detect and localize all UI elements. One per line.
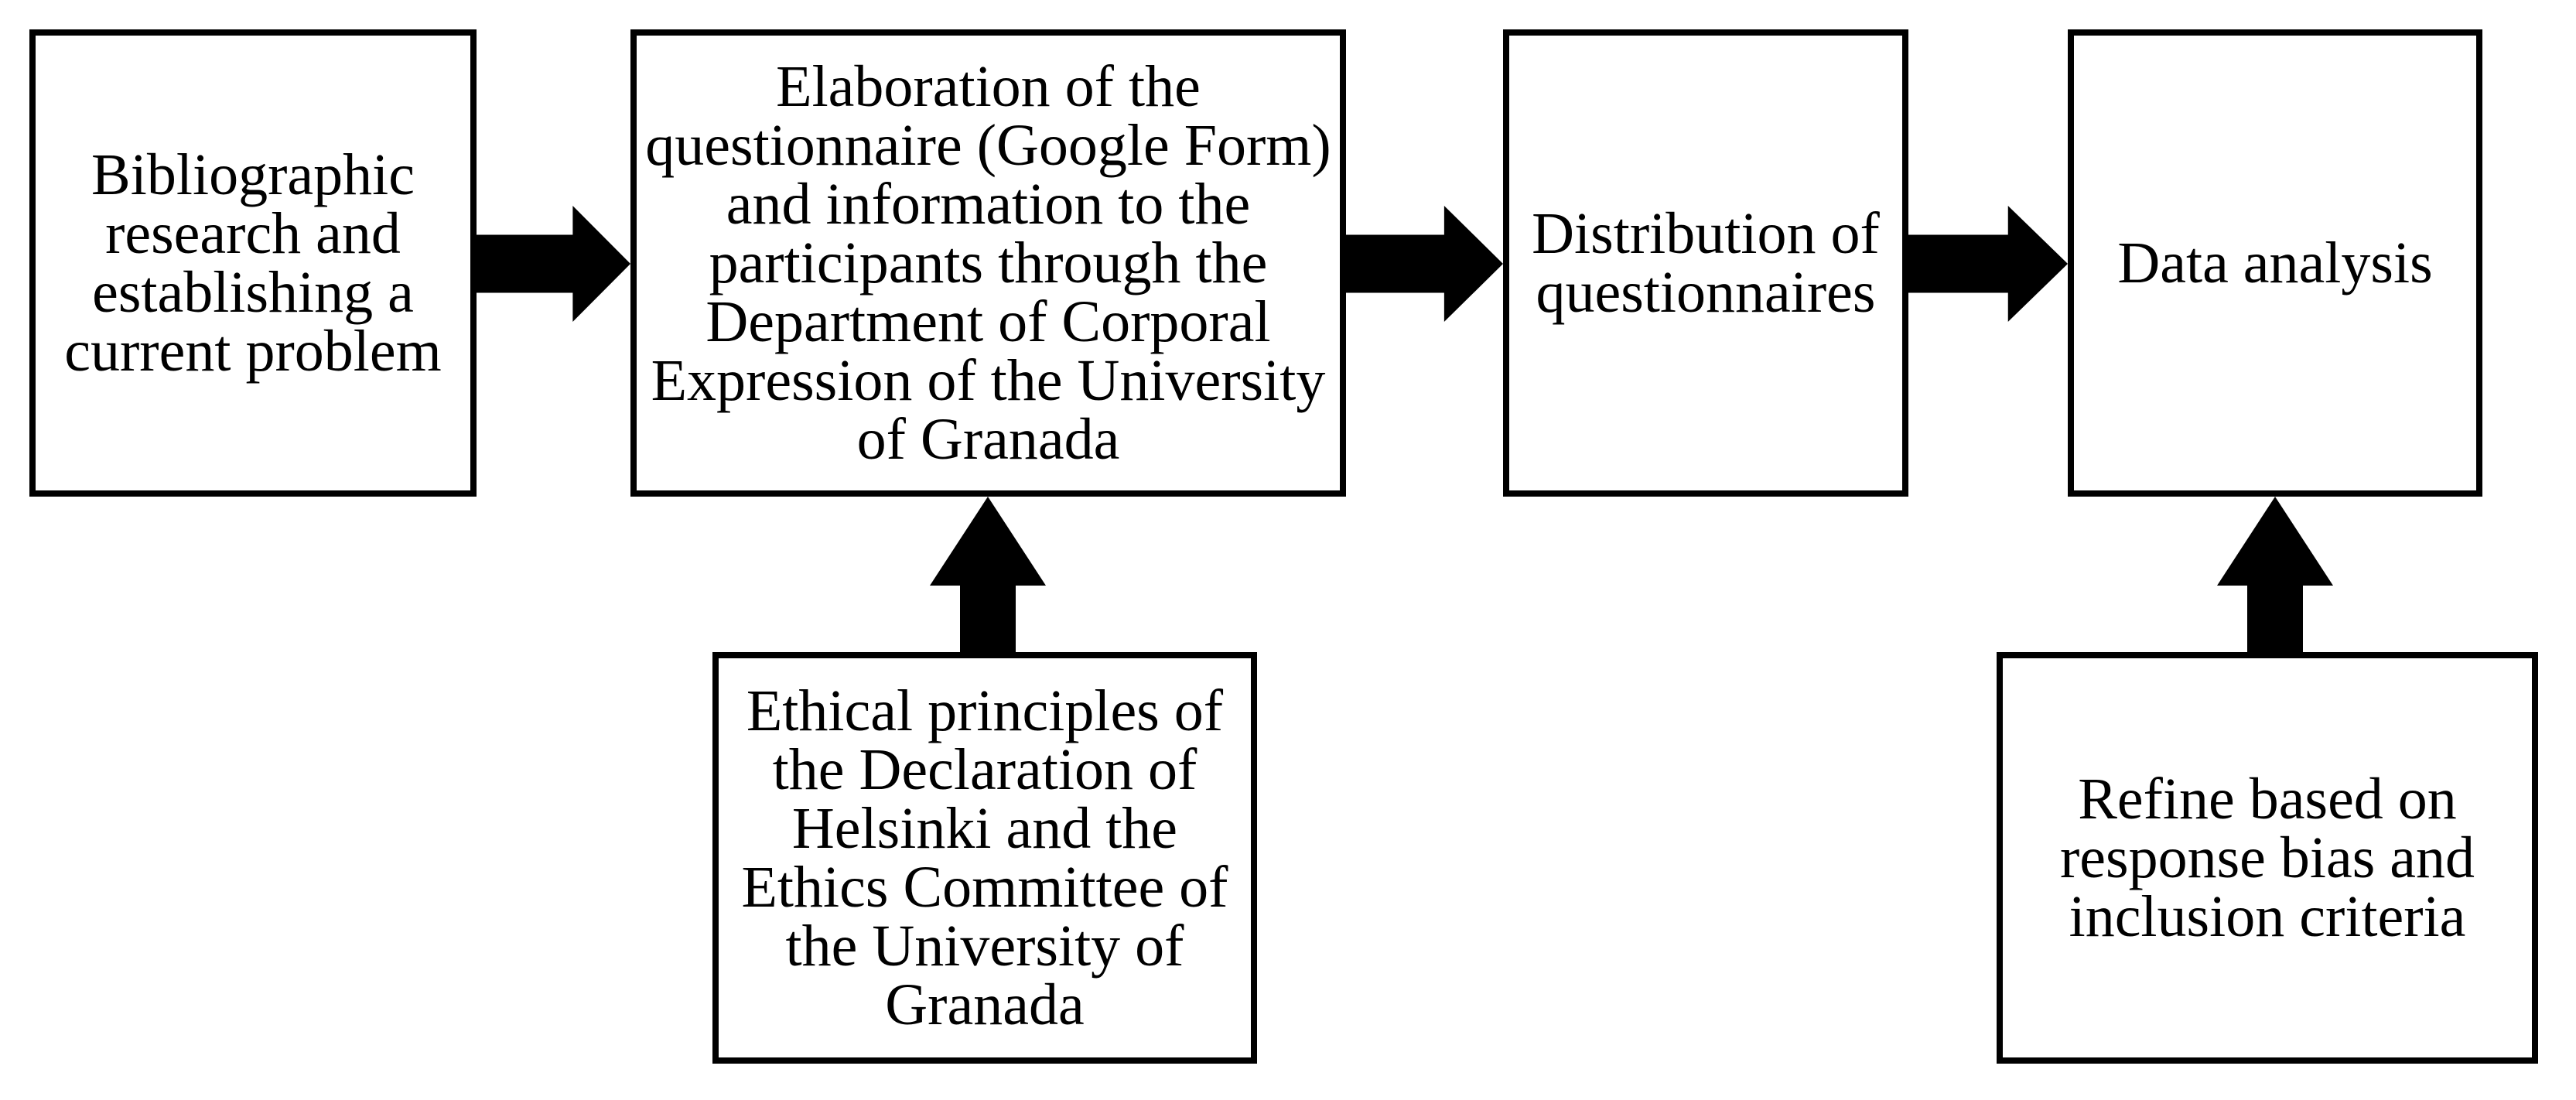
- box-bibliographic-research: Bibliographic research and establishing …: [29, 29, 477, 497]
- flow-arrow-right-icon: [1908, 206, 2068, 322]
- arrow-shape: [1346, 206, 1503, 322]
- box-refine-criteria: Refine based on response bias and inclus…: [1997, 652, 2538, 1064]
- flow-arrow-right-icon: [1346, 206, 1503, 322]
- arrow-shape: [477, 206, 630, 322]
- box-questionnaire-distribution: Distribution of questionnaires: [1503, 29, 1908, 497]
- box-data-analysis: Data analysis: [2068, 29, 2482, 497]
- box-questionnaire-elaboration-label: Elaboration of the questionnaire (Google…: [645, 54, 1331, 472]
- flow-arrow-up-icon: [2217, 497, 2333, 652]
- arrow-shape: [930, 497, 1046, 652]
- box-ethical-principles: Ethical principles of the Declaration of…: [712, 652, 1257, 1064]
- flow-arrow-right-icon: [477, 206, 630, 322]
- box-questionnaire-distribution-label: Distribution of questionnaires: [1532, 201, 1880, 325]
- arrow-shape: [2217, 497, 2333, 652]
- box-data-analysis-label: Data analysis: [2117, 231, 2433, 295]
- box-questionnaire-elaboration: Elaboration of the questionnaire (Google…: [630, 29, 1346, 497]
- flow-arrow-up-icon: [930, 497, 1046, 652]
- arrow-shape: [1908, 206, 2068, 322]
- box-ethical-principles-label: Ethical principles of the Declaration of…: [741, 678, 1228, 1037]
- box-refine-criteria-label: Refine based on response bias and inclus…: [2059, 767, 2475, 949]
- box-bibliographic-research-label: Bibliographic research and establishing …: [64, 142, 442, 384]
